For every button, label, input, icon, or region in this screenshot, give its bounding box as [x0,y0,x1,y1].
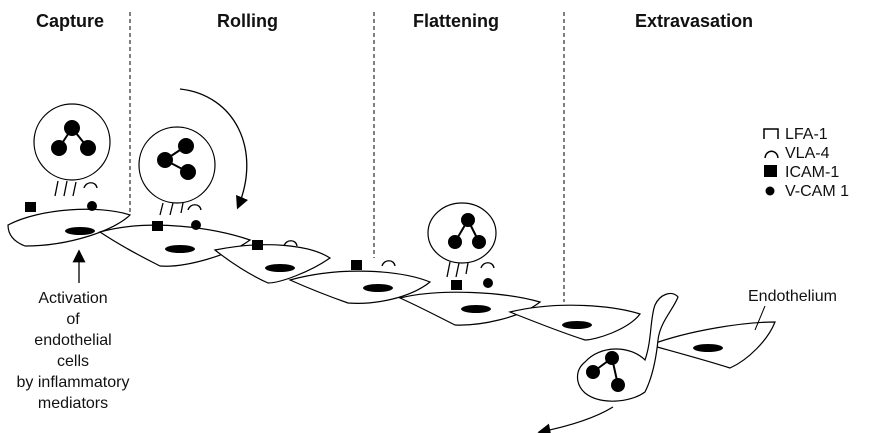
leukocyte-receptors [159,202,202,216]
endothelial-cell [288,270,432,304]
leukocyte-membrane [427,202,497,264]
icam1-ligand [451,280,462,290]
vla4-icon [764,150,779,159]
leukocyte-membrane [33,103,111,181]
leukocyte-nucleus [51,120,96,156]
legend-label-vla4: VLA-4 [785,145,830,162]
activation-note: Activation of endothelial cells by infla… [17,290,130,412]
activation-line: of [66,311,80,328]
stage-title-rolling: Rolling [217,11,278,31]
leukocyte-rolling [138,126,216,231]
leukocyte-flattening [427,202,497,290]
activation-line: endothelial [34,332,111,349]
endothelium-label: Endothelium [748,288,837,305]
leukocyte-membrane [576,292,679,402]
icam1-icon [764,165,777,177]
vcam1-ligand [87,201,97,211]
activation-line: Activation [38,290,107,307]
nucleus [165,245,195,253]
rolling-arrow [179,88,249,210]
endothelium-pointer [754,305,766,331]
leukocyte-receptors [446,261,495,278]
leukocyte-nucleus [448,213,486,249]
vla4-receptor [283,240,298,247]
activation-line: by inflammatory [17,374,130,391]
leukocyte-capture [25,103,111,212]
leukocyte-receptors [54,180,98,197]
leukocyte-nucleus [157,138,196,180]
activation-line: mediators [38,395,108,412]
stage-dividers [129,12,565,302]
icam1-ligand [152,221,163,231]
icam1-ligand [252,240,263,250]
activation-line: cells [57,353,89,370]
icam1-ligand [25,202,36,212]
nucleus [363,284,393,292]
vla4-receptor [381,260,396,267]
icam1-ligand [351,260,362,270]
vcam1-icon [765,186,775,196]
endothelial-nuclei [65,227,723,352]
nucleus [693,344,723,352]
stage-title-flattening: Flattening [413,11,499,31]
vcam1-ligand [191,220,201,230]
migrating-leukocyte [576,292,679,402]
leukocyte-membrane [138,126,216,204]
vcam1-ligand [483,278,493,288]
stage-title-capture: Capture [36,11,104,31]
exit-arrow [537,406,614,433]
legend-label-icam1: ICAM-1 [785,164,839,181]
nucleus [65,227,95,235]
stage-title-extravasation: Extravasation [635,11,753,31]
nucleus [562,321,592,329]
nucleus [461,305,491,313]
legend-label-lfa1: LFA-1 [785,126,828,143]
endothelial-cell [213,244,332,284]
legend-label-vcam1: V-CAM 1 [785,183,849,200]
nucleus [265,264,295,272]
legend: LFA-1 VLA-4 ICAM-1 V-CAM 1 [763,126,849,200]
lfa1-icon [763,128,779,139]
endothelial-cell [7,208,132,247]
